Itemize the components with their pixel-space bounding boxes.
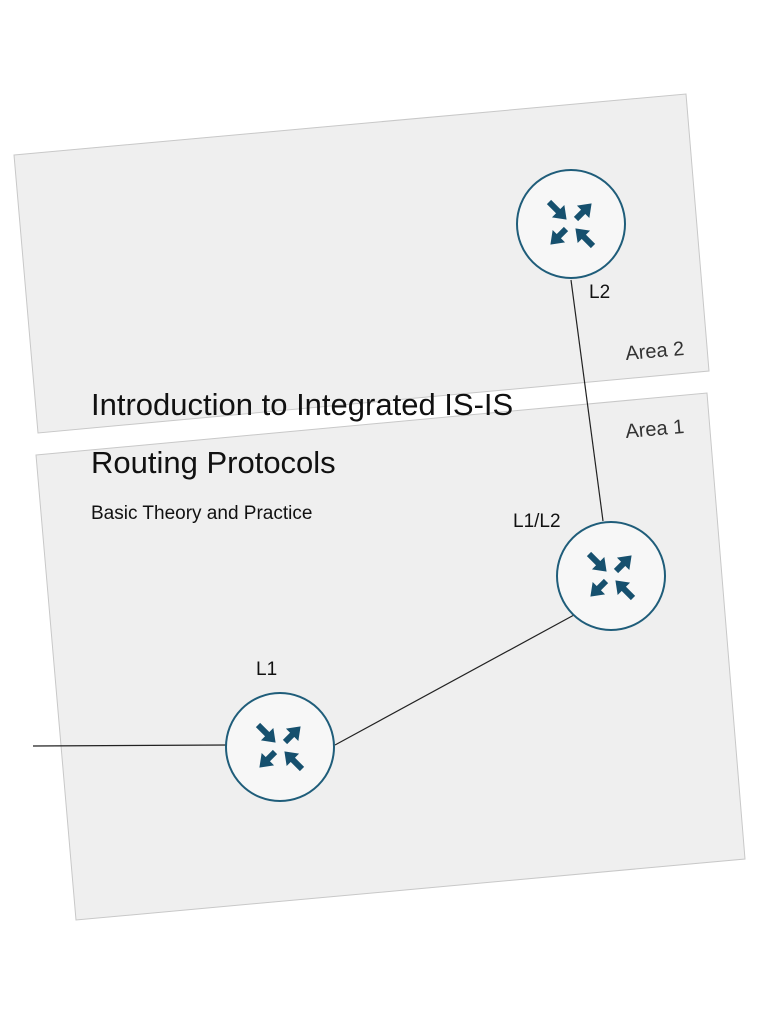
page-title-line-1: Introduction to Integrated IS-IS: [91, 387, 514, 422]
area-1-label: Area 1: [625, 416, 686, 443]
area-2-label: Area 2: [625, 338, 686, 365]
router-l1-label: L1: [256, 659, 277, 680]
area-2-panel: [13, 93, 710, 434]
link-l1-external: [32, 744, 229, 747]
page-title-line-2: Routing Protocols: [91, 445, 336, 480]
link-l2-l1l2: [570, 279, 604, 522]
router-l2-label: L2: [589, 282, 610, 303]
page-subtitle: Basic Theory and Practice: [91, 503, 313, 524]
router-l1l2-label: L1/L2: [513, 511, 561, 532]
router-l2[interactable]: [516, 169, 626, 279]
router-l1[interactable]: [225, 692, 335, 802]
link-l1l2-l1: [334, 614, 575, 746]
router-l1l2[interactable]: [556, 521, 666, 631]
area-1-panel: [35, 392, 746, 921]
